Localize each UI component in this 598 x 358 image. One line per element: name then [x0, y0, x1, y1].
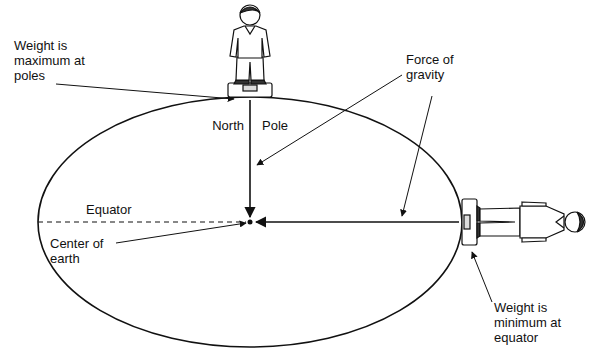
center-dot [248, 220, 253, 225]
equator-label: Equator [86, 202, 132, 217]
earth-outline [38, 97, 462, 347]
leader-line [402, 96, 432, 216]
gravity-arrow [256, 221, 459, 223]
callout-label: Force of gravity [406, 52, 470, 82]
pole-label: North [212, 118, 244, 133]
leader-line [257, 75, 402, 165]
leader-line [116, 223, 246, 243]
callout-label: Center of earth [50, 236, 116, 266]
equator-line [38, 221, 246, 222]
lying-man [462, 199, 585, 245]
leader-line [56, 84, 234, 99]
leader-line [472, 252, 492, 302]
standing-man [228, 5, 272, 97]
pole-label: Pole [262, 118, 288, 133]
callout-label: Weight is minimum at equator [494, 300, 584, 345]
callout-label: Weight is maximum at poles [14, 38, 98, 83]
gravity-arrow [249, 100, 251, 217]
